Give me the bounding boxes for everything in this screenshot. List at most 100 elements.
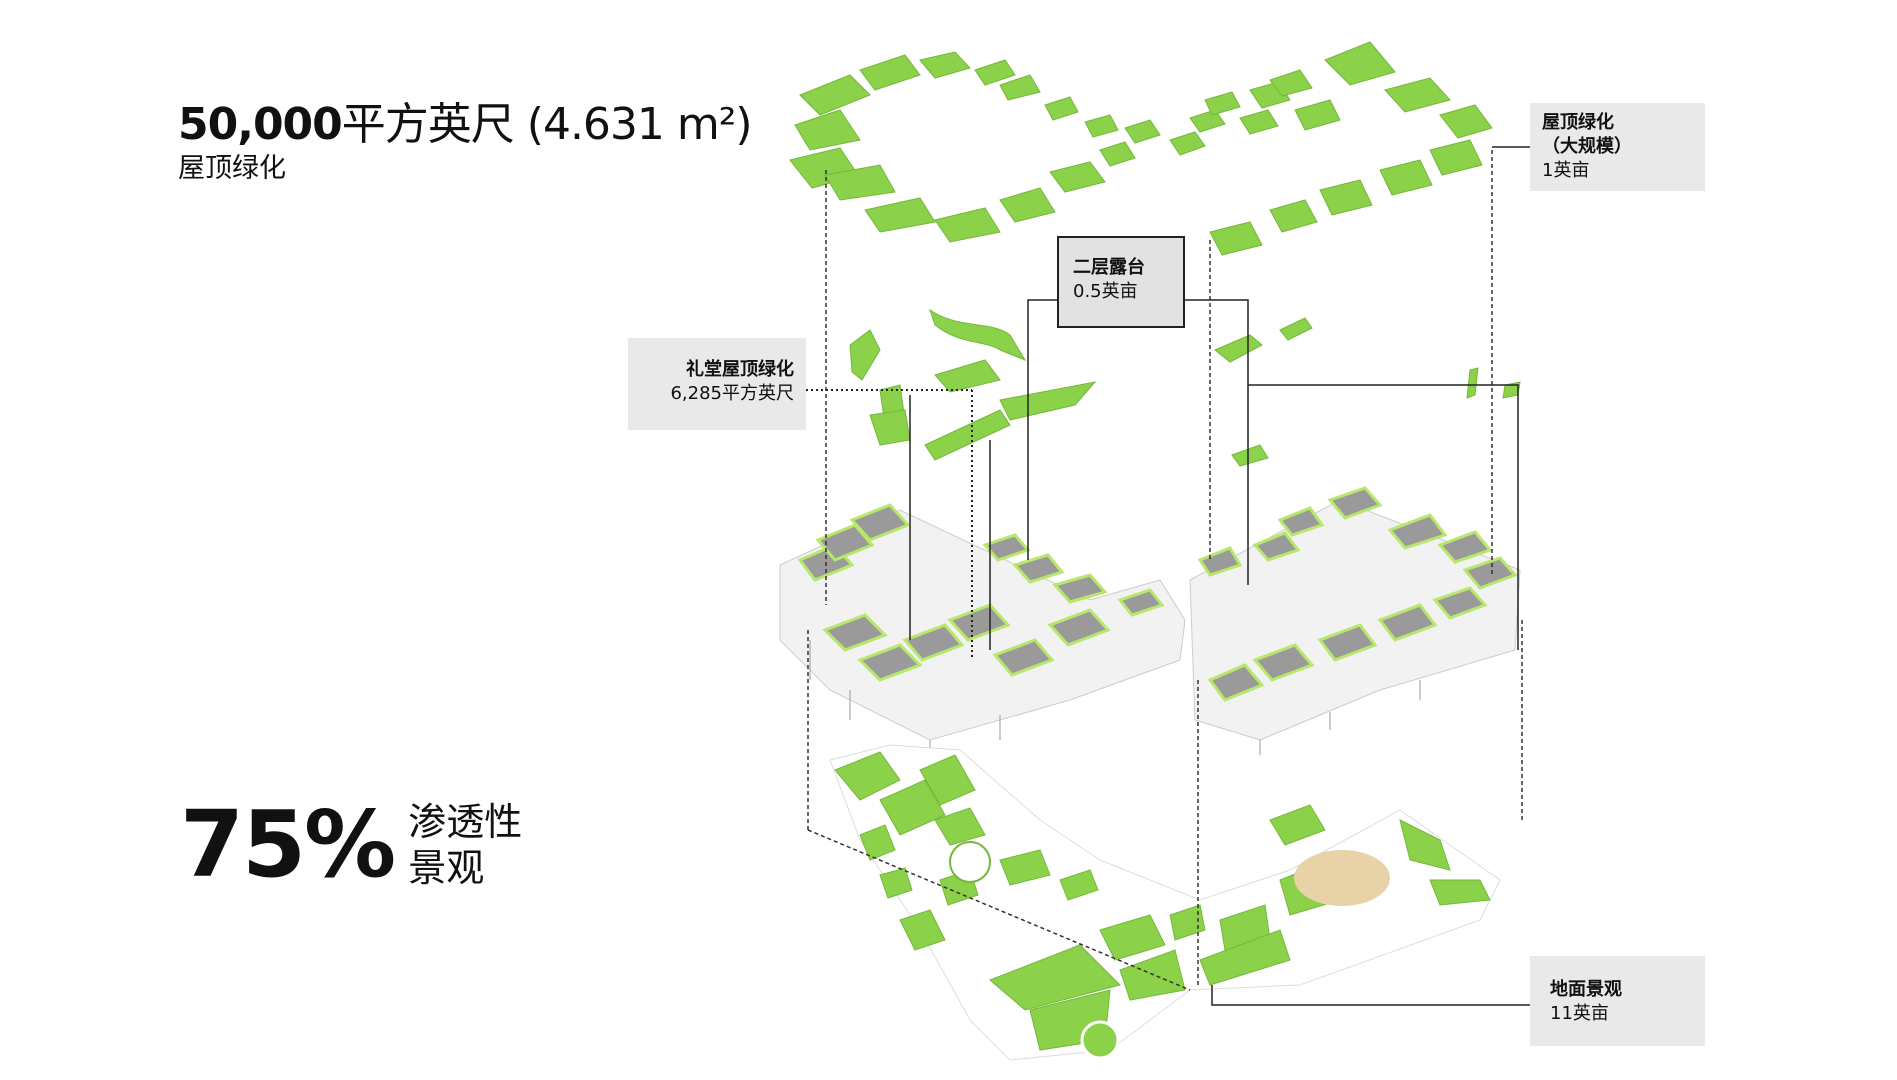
roof-panel [1252,643,1315,682]
terrace-leader [1185,299,1249,585]
round-plaza [949,841,991,883]
roof-green-patch [1204,91,1241,116]
roof-panel [1047,608,1111,647]
ground-green-patch [999,849,1051,886]
ground-green-patch [1399,819,1451,871]
roof-panel [1207,663,1265,702]
roof-panel [1277,506,1325,537]
terrace-green-layer [849,308,1521,467]
roof-green-patch [919,51,971,79]
roof-panel [992,638,1055,677]
roof-panel [1437,530,1493,564]
dashed-guide [807,829,1191,991]
sand-plaza [1294,850,1390,906]
roof-green-patch [1099,141,1136,167]
terrace-leader [1027,299,1057,560]
terrace-green-patch [1466,367,1479,399]
roof-green-patch [1439,104,1493,139]
roof-panel [1052,573,1108,604]
roof-green-patch [824,164,896,201]
roof-green-patch [934,207,1001,243]
callout-value: 0.5英亩 [1073,281,1138,302]
terrace-green-patch [934,359,1001,393]
roof-green-patch [799,74,871,116]
roof-green-patch [999,74,1041,101]
roof-green-patch [1429,139,1483,176]
ground-green-patch [934,807,986,846]
callout-subtitle: （大规模） [1542,136,1632,157]
roof-green-patch [794,109,861,151]
permeable-label-line2: 景观 [408,846,485,890]
roof-area-value: 50,000 [178,99,343,150]
terrace-green-patch [1231,444,1269,467]
roof-panel [1432,586,1488,620]
roof-panel [849,503,911,542]
terrace-green-patch [1214,334,1263,363]
roof-green-patch [1169,131,1206,156]
roof-panel [1012,553,1065,584]
terrace-green-patch [999,381,1097,421]
roof-panel [1327,486,1383,520]
permeable-label: 渗透性 景观 [408,799,522,891]
callout-terrace: 二层露台 0.5英亩 [1057,236,1185,328]
roof-panel [1317,623,1378,662]
roof-green-patch [1379,159,1433,196]
roof-area-stat: 50,000平方英尺 (4.631 m²) 屋顶绿化 [178,99,753,186]
roof-panel [822,613,888,652]
roof-panel [815,523,875,562]
callout-value: 6,285平方英尺 [670,383,794,404]
ground-leader [1211,985,1530,1006]
ground-green-patch [899,909,946,951]
callout-title: 二层露台 [1073,257,1145,278]
callout-ground: 地面景观 11英亩 [1530,956,1705,1046]
permeable-stat: 75% 渗透性 景观 [180,795,522,895]
roof-panel [947,603,1011,642]
ground-green-patch [834,751,901,801]
callout-hall-roof: 礼堂屋顶绿化 6,285平方英尺 [628,338,806,430]
permeable-value: 75% [180,791,396,898]
roof-green-patch [1384,77,1451,113]
terrace-leader [1248,384,1519,650]
ground-green-patch [919,754,976,806]
callout-title: 礼堂屋顶绿化 [686,359,794,380]
callout-roof-large: 屋顶绿化 （大规模） 1英亩 [1530,103,1705,191]
roof-area-unit: 平方英尺 (4.631 m²) [341,99,753,150]
roof-green-patch [1189,109,1226,133]
roof-green-patch [1269,199,1318,233]
ground-green-patch [879,779,946,836]
roof-panel [1387,513,1448,550]
ground-layer [829,744,1501,1061]
ground-green-patch [1269,804,1326,846]
roof-green-patch [1294,99,1341,131]
leader-lines [806,146,1530,1006]
roof-green-patch [1269,69,1313,97]
roof-panel [1462,556,1518,590]
ground-green-patch [1429,879,1491,906]
roof-green-patch [859,54,921,91]
roof-green-patch [1124,119,1161,144]
roof-green-patch [1049,161,1106,193]
roof-area-figure: 50,000平方英尺 (4.631 m²) [178,99,753,150]
callout-title: 地面景观 [1550,979,1622,1000]
terrace-green-patch [849,329,881,381]
roof-green-patch [864,197,936,233]
callout-title: 屋顶绿化 [1542,112,1614,133]
terrace-green-patch [924,409,1011,461]
ground-green-patch [879,867,913,899]
ground-green-patch [859,824,896,861]
roof-panel [1377,603,1438,642]
roof-green-patch [1239,109,1279,135]
roof-green-patch [1084,114,1119,138]
roof-green-layer [789,41,1493,256]
roof-green-patch [1324,41,1396,86]
roof-panel [1252,531,1301,562]
ground-green-patch [1099,914,1166,961]
roof-area-label: 屋顶绿化 [178,153,286,184]
roof-green-patch [1319,179,1373,216]
permeable-label-line1: 渗透性 [408,800,523,844]
roof-panel [857,643,923,682]
round-lawn [1080,1020,1120,1060]
roof-panel [902,623,965,662]
callout-value: 11英亩 [1550,1003,1609,1024]
